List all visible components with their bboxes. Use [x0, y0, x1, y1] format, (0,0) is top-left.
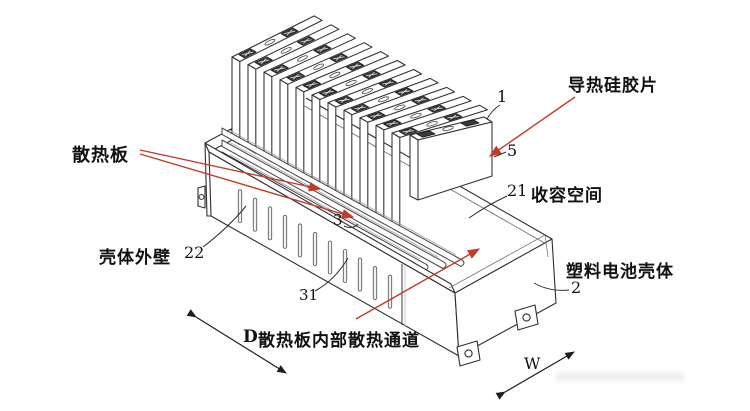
leader-heat-plate-b — [139, 153, 355, 219]
battery-cell — [263, 33, 356, 163]
inner-rim-right — [448, 234, 549, 289]
red-leaders — [139, 96, 576, 320]
ref-number-3: 3 — [333, 211, 343, 229]
leader-heat-plate-a — [139, 149, 322, 192]
leader-ref5 — [493, 151, 507, 158]
wall-slot — [297, 223, 303, 258]
heat-plate-rail — [221, 127, 465, 267]
housing-label: 塑料电池壳体 — [566, 262, 674, 282]
leader-channel — [355, 248, 481, 320]
wall-slot — [237, 189, 243, 224]
leader-ref31 — [314, 257, 349, 292]
battery-cell — [279, 42, 373, 172]
leader-ref3 — [343, 223, 359, 229]
wall-slot — [372, 266, 378, 301]
battery-cell — [247, 24, 340, 154]
leader-ref21 — [468, 195, 508, 219]
ref-number-1: 1 — [497, 87, 508, 106]
wall-slot — [387, 274, 393, 309]
dimension-arrows — [186, 309, 575, 400]
battery-cell — [359, 86, 456, 216]
mounting-foot-front — [456, 340, 481, 367]
battery-cell — [343, 77, 439, 207]
wall-slot — [282, 214, 288, 249]
thermal-pad-label: 导热硅胶片 — [568, 76, 658, 96]
wall-slot — [267, 206, 273, 241]
mounting-foot-right — [514, 304, 539, 331]
heat-plate-rail — [221, 139, 447, 269]
battery-cell-front — [409, 116, 493, 201]
leader-ref1 — [486, 104, 501, 120]
battery-cell — [311, 59, 406, 190]
left-end-edge — [204, 142, 211, 217]
space-label: 收容空间 — [531, 186, 603, 206]
black-leaders — [202, 104, 570, 292]
ref-number-21: 21 — [507, 181, 528, 200]
wall-slot — [342, 249, 348, 283]
right-end-wall — [454, 238, 557, 357]
wall-slot — [327, 240, 333, 275]
wall-slot — [357, 257, 363, 292]
battery-cell — [375, 95, 472, 225]
leader-ref22 — [202, 205, 247, 248]
d-dimension-letter: D — [243, 327, 258, 347]
housing-tray — [197, 142, 557, 367]
heat-plate-label: 散热板 — [72, 145, 129, 166]
wall-slot — [312, 231, 318, 266]
w-dimension-letter: W — [524, 354, 541, 373]
battery-cell — [231, 15, 323, 146]
leader-thermal-pad — [488, 96, 576, 157]
outer-wall-label: 壳体外壁 — [99, 248, 171, 268]
d-dimension-arrow — [186, 309, 287, 374]
mounting-foot-left — [197, 185, 206, 209]
ref-number-22: 22 — [184, 243, 205, 262]
watermark-smudge — [555, 372, 685, 381]
w-dimension-arrow — [495, 351, 575, 400]
battery-stack — [231, 15, 493, 234]
wall-slot — [252, 197, 258, 232]
channel-label: 散热板内部散热通道 — [258, 331, 420, 351]
ref-number-31: 31 — [299, 286, 319, 304]
leader-ref2 — [533, 282, 570, 291]
ref-number-2: 2 — [571, 278, 582, 297]
ref-number-5: 5 — [507, 141, 518, 160]
